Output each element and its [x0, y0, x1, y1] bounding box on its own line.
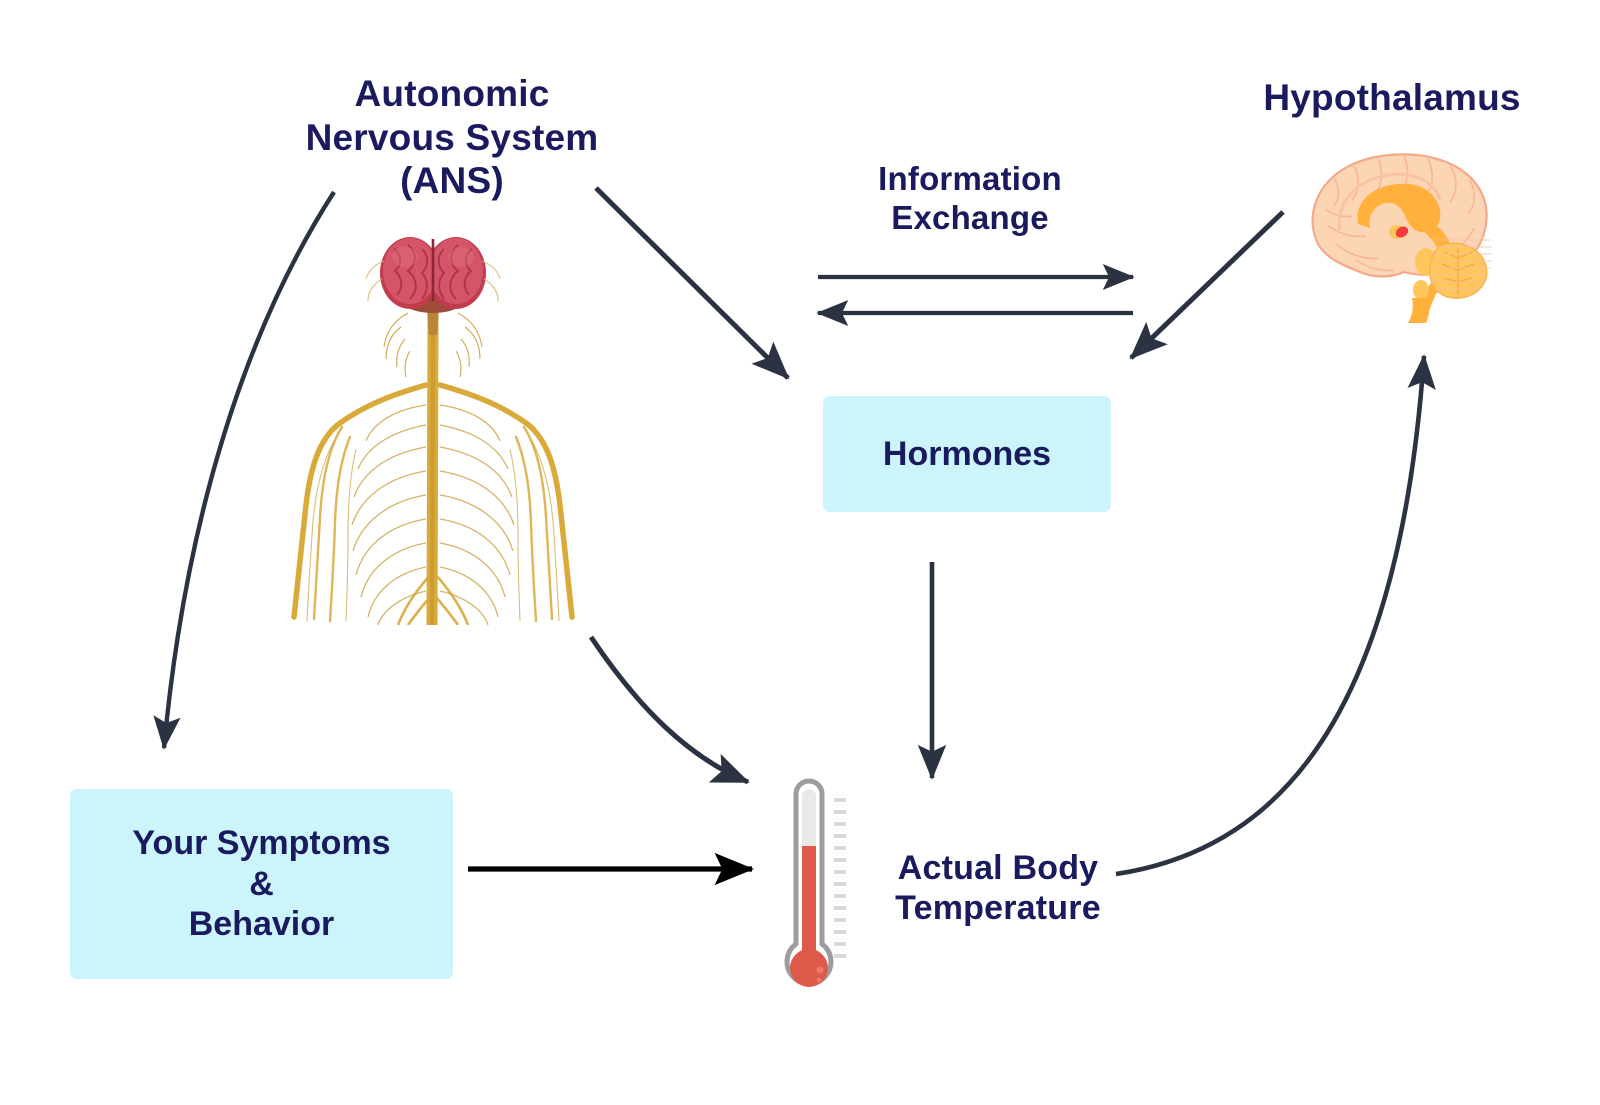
label-information-exchange: Information Exchange	[878, 160, 1062, 236]
box-hormones: Hormones	[823, 396, 1111, 512]
arrow-hypothalamus-to-hormones	[1129, 210, 1285, 360]
arrow-nervous-system-to-thermometer	[588, 635, 750, 785]
label-actual-body-temperature: Actual Body Temperature	[895, 849, 1101, 928]
box-your-symptoms-and-behavior: Your Symptoms & Behavior	[70, 789, 453, 979]
autonomic-nervous-system-illustration	[258, 235, 608, 631]
arrow-body-temperature-to-hypothalamus	[1115, 354, 1436, 877]
arrow-ans-to-hormones	[594, 186, 790, 380]
thermometer-illustration	[778, 772, 856, 1007]
label-hypothalamus: Hypothalamus	[1263, 77, 1521, 118]
hypothalamus-brain-illustration	[1278, 148, 1528, 323]
label-autonomic-nervous-system: Autonomic Nervous System (ANS)	[305, 73, 599, 202]
